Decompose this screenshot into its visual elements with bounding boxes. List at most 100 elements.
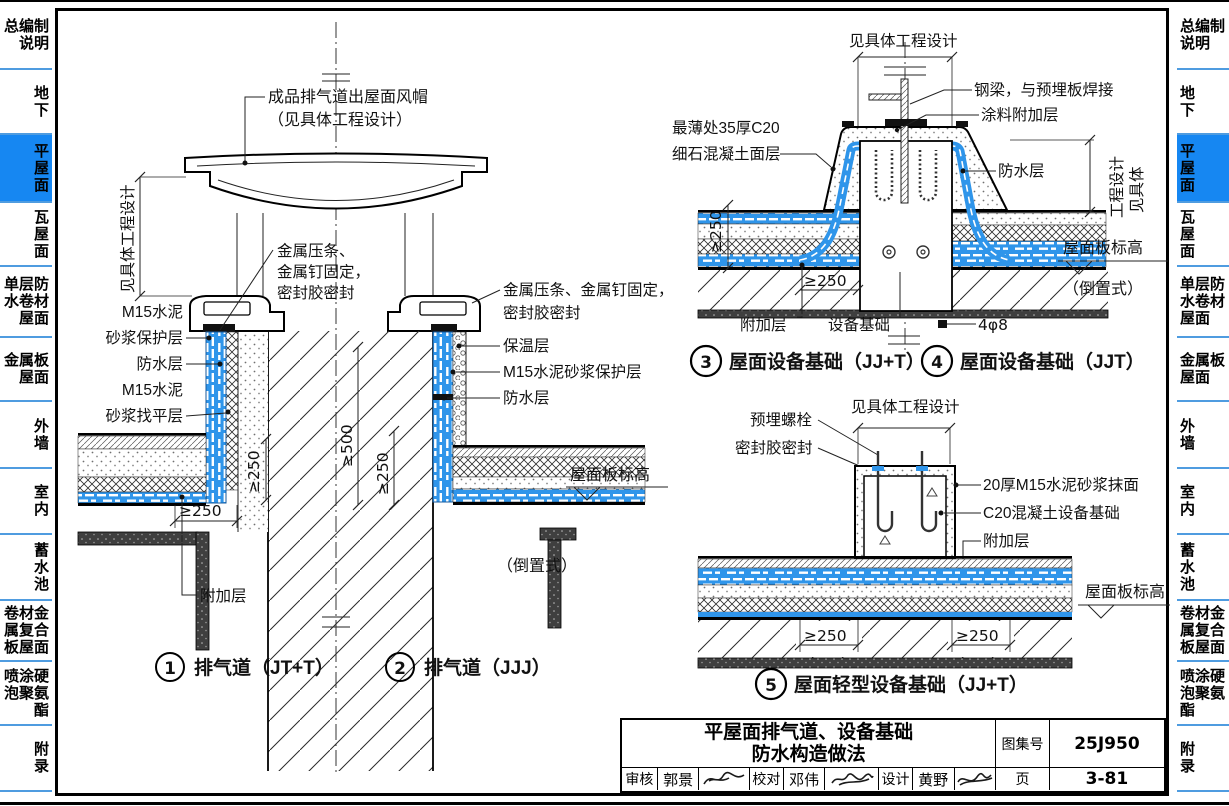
tab-tile-roof[interactable]: 瓦 屋 面 <box>0 203 52 267</box>
dim-see-design: 见具体工程设计 <box>119 184 137 293</box>
svg-text:金属压条、: 金属压条、 <box>277 242 355 260</box>
dim-250-h: ≥250 <box>179 502 222 520</box>
reviewer-signature <box>698 768 749 790</box>
tab-underground[interactable]: 地 下 <box>0 70 52 135</box>
svg-text:附加层: 附加层 <box>740 316 787 334</box>
tab-single-membrane[interactable]: 单层防 水卷材 屋面 <box>0 267 52 338</box>
detail-vent-ducts: 成品排气道出屋面风帽 （见具体工程设计） 见具体工程设计 <box>77 22 674 772</box>
caption-5: 屋面轻型设备基础（JJ+T） <box>794 673 1028 696</box>
tab-appendix[interactable]: 附 录 <box>1177 726 1229 792</box>
extra-layer-label: 附加层 <box>200 587 247 605</box>
anchor-bolt <box>874 150 894 202</box>
cap-label: 成品排气道出屋面风帽 <box>268 88 428 106</box>
tab-general-notes[interactable]: 总编制 说明 <box>1177 2 1229 70</box>
caption-circle-2 <box>385 652 415 682</box>
svg-text:防水层: 防水层 <box>503 389 550 407</box>
svg-text:2: 2 <box>394 659 406 679</box>
right-section-tabs: 总编制 说明 地 下 平 屋 面 瓦 屋 面 单层防 水卷材 屋面 金属板 屋面… <box>1177 2 1229 792</box>
svg-text:防水层: 防水层 <box>136 355 183 373</box>
embedded-plate <box>885 119 927 126</box>
svg-text:密封胶密封: 密封胶密封 <box>503 304 581 322</box>
waterproof-wrap-right <box>432 331 454 503</box>
tab-composite-panel[interactable]: 卷材金 属复合 板屋面 <box>1177 601 1229 662</box>
tab-exterior-wall[interactable]: 外 墙 <box>1177 402 1229 469</box>
tab-tile-roof[interactable]: 瓦 屋 面 <box>1177 203 1229 267</box>
checker-label: 校对 <box>749 768 783 790</box>
tab-interior[interactable]: 室 内 <box>1177 469 1229 535</box>
embedded-bolt <box>876 451 894 533</box>
svg-text:预埋螺栓: 预埋螺栓 <box>750 411 812 429</box>
duct-necks <box>236 213 434 296</box>
tab-water-tank[interactable]: 蓄 水 池 <box>1177 535 1229 601</box>
svg-text:（见具体工程设计）: （见具体工程设计） <box>268 111 412 129</box>
svg-text:工程设计: 工程设计 <box>1108 156 1126 218</box>
svg-text:屋面板标高: 屋面板标高 <box>1085 583 1165 601</box>
tab-interior[interactable]: 室 内 <box>0 469 52 535</box>
svg-text:最薄处35厚C20: 最薄处35厚C20 <box>672 119 780 137</box>
tab-appendix[interactable]: 附 录 <box>0 726 52 792</box>
svg-text:细石混凝土面层: 细石混凝土面层 <box>672 145 781 163</box>
page-number: 3-81 <box>1048 768 1164 790</box>
svg-text:M15水泥: M15水泥 <box>122 381 183 399</box>
svg-text:1: 1 <box>164 659 176 679</box>
svg-text:4: 4 <box>931 353 943 373</box>
dim-500: ≥500 <box>338 424 356 467</box>
svg-text:钢梁，与预埋板焊接: 钢梁，与预埋板焊接 <box>974 81 1114 99</box>
atlas-no-label: 图集号 <box>995 720 1049 767</box>
svg-text:≥250: ≥250 <box>707 210 725 253</box>
svg-text:屋面板标高: 屋面板标高 <box>1063 239 1143 257</box>
caption-1: 排气道（JT+T） <box>194 656 334 679</box>
tab-spray-pu[interactable]: 喷涂硬 泡聚氨 酯 <box>1177 662 1229 726</box>
roof-assembly-d4 <box>949 210 1107 270</box>
embedded-bolt <box>920 451 938 533</box>
signature-icon <box>703 771 745 785</box>
svg-text:≥250: ≥250 <box>804 627 847 645</box>
svg-text:5: 5 <box>765 676 777 696</box>
steel-beam <box>900 78 909 204</box>
tab-composite-panel[interactable]: 卷材金 属复合 板屋面 <box>0 601 52 662</box>
caption-circle-1 <box>155 652 185 682</box>
svg-text:≥250: ≥250 <box>956 627 999 645</box>
tab-flat-roof[interactable]: 平 屋 面 <box>1177 135 1229 203</box>
svg-text:砂浆找平层: 砂浆找平层 <box>105 407 183 425</box>
svg-text:防水层: 防水层 <box>998 162 1045 180</box>
waterproof-wrap-left <box>205 331 227 504</box>
tab-underground[interactable]: 地 下 <box>1177 70 1229 135</box>
svg-text:密封胶密封: 密封胶密封 <box>277 284 355 302</box>
tab-spray-pu[interactable]: 喷涂硬 泡聚氨 酯 <box>0 662 52 726</box>
caption-2: 排气道（JJJ） <box>424 656 551 679</box>
designer-signature <box>953 768 996 790</box>
svg-text:设备基础: 设备基础 <box>828 316 890 334</box>
svg-text:密封胶密封: 密封胶密封 <box>735 439 813 457</box>
sheet-title: 平屋面排气道、设备基础 防水构造做法 <box>704 721 914 765</box>
page-top-rule <box>0 0 1229 2</box>
svg-text:附加层: 附加层 <box>983 532 1030 550</box>
svg-text:3: 3 <box>700 353 712 373</box>
svg-text:保温层: 保温层 <box>503 337 550 355</box>
svg-text:见具体: 见具体 <box>1128 166 1146 213</box>
roof-assembly-d5 <box>697 556 1073 620</box>
signature-icon <box>831 773 874 786</box>
concrete-shaft <box>268 331 433 771</box>
detail-light-base: 见具体工程设计 预埋螺栓 密封胶密封 20厚M15水泥砂浆抹面 C20混凝土设备… <box>697 398 1170 701</box>
tab-metal-roof[interactable]: 金属板 屋面 <box>0 338 52 402</box>
roof-assembly-right <box>452 445 646 505</box>
dim-250-wall: ≥250 <box>245 450 263 493</box>
svg-text:砂浆保护层: 砂浆保护层 <box>105 329 183 347</box>
svg-text:M15水泥砂浆保护层: M15水泥砂浆保护层 <box>503 363 642 381</box>
anchor-bolt <box>918 150 938 202</box>
tab-single-membrane[interactable]: 单层防 水卷材 屋面 <box>1177 267 1229 338</box>
tab-water-tank[interactable]: 蓄 水 池 <box>0 535 52 601</box>
detail-equipment-bases: 见具体工程设计 <box>672 32 1168 378</box>
tab-exterior-wall[interactable]: 外 墙 <box>0 402 52 469</box>
caption-4: 屋面设备基础（JJT） <box>960 350 1145 373</box>
tab-flat-roof[interactable]: 平 屋 面 <box>0 135 52 203</box>
tab-general-notes[interactable]: 总编制 说明 <box>0 2 52 70</box>
caption-3: 屋面设备基础（JJ+T） <box>729 350 925 373</box>
checker-name: 邓伟 <box>782 768 825 790</box>
left-section-tabs: 总编制 说明 地 下 平 屋 面 瓦 屋 面 单层防 水卷材 屋面 金属板 屋面… <box>0 2 52 792</box>
svg-text:20厚M15水泥砂浆抹面: 20厚M15水泥砂浆抹面 <box>983 476 1139 494</box>
svg-text:金属钉固定，: 金属钉固定， <box>277 263 370 281</box>
tab-metal-roof[interactable]: 金属板 屋面 <box>1177 338 1229 402</box>
